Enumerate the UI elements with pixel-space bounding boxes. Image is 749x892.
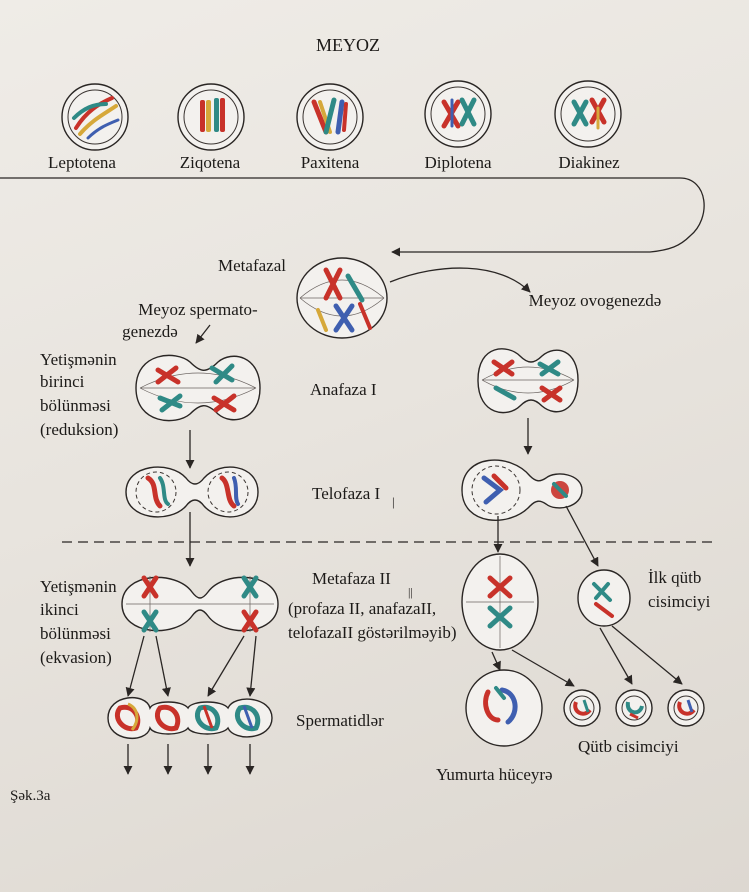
first-division-2: birinci bbox=[40, 372, 85, 391]
cell-leptotena bbox=[61, 83, 129, 151]
cell-diplotena bbox=[424, 80, 492, 148]
cell-anaphase-1-sperm bbox=[135, 354, 261, 422]
arrow-to-polar-body-a bbox=[599, 627, 633, 685]
cell-telophase-1-egg bbox=[461, 459, 583, 521]
cell-telophase-1-sperm bbox=[125, 466, 259, 518]
arrow-to-second-polar-body bbox=[511, 649, 575, 687]
label-anaphase-1: Anafaza I bbox=[310, 380, 377, 399]
second-division-1: Yetişmənin bbox=[40, 577, 117, 596]
first-division-1: Yetişmənin bbox=[40, 350, 117, 369]
first-polar-body-1: İlk qütb bbox=[648, 568, 701, 587]
prophase-row bbox=[61, 80, 622, 151]
cell-paxitena bbox=[296, 83, 364, 151]
cell-metaphase-2-egg bbox=[461, 553, 539, 651]
cell-ziqotena bbox=[177, 83, 245, 151]
cell-metaphase-1 bbox=[296, 257, 388, 339]
label-spermatids: Spermatidlər bbox=[296, 711, 384, 730]
arrow-to-first-polar-body bbox=[565, 505, 599, 567]
label-ziqotena: Ziqotena bbox=[180, 153, 241, 172]
cell-diakinez bbox=[554, 80, 622, 148]
note-line-2: telofazaII göstərilməyib) bbox=[288, 623, 457, 642]
second-division-3: bölünməsi bbox=[40, 624, 111, 643]
label-diplotena: Diplotena bbox=[424, 153, 491, 172]
second-division-2: ikinci bbox=[40, 600, 79, 619]
second-division-4: (ekvasion) bbox=[40, 648, 112, 667]
metaphase-2-mark: || bbox=[408, 585, 413, 599]
arrow-to-egg bbox=[491, 651, 501, 671]
polar-body-2 bbox=[615, 689, 653, 727]
label-oogenesis: Meyoz ovogenezdə bbox=[529, 291, 662, 310]
cell-egg bbox=[465, 669, 543, 747]
polar-body-3 bbox=[667, 689, 705, 727]
cell-anaphase-1-egg bbox=[477, 348, 579, 414]
note-line-1: (profaza II, anafazaII, bbox=[288, 599, 436, 618]
arrows-to-spermatids bbox=[125, 635, 257, 697]
arrow-to-oogenesis bbox=[389, 267, 531, 293]
first-division-4: (reduksion) bbox=[40, 420, 118, 439]
label-metaphase-1: Metafazal bbox=[218, 256, 286, 275]
label-telophase-1: Telofaza I bbox=[312, 484, 381, 503]
arrow-to-polar-body-b bbox=[611, 625, 683, 685]
telophase-1-mark: | bbox=[392, 494, 395, 509]
prophase-to-metaphase-arrow bbox=[0, 177, 705, 257]
label-spermatogenesis-2: genezdə bbox=[122, 322, 178, 341]
arrows-below-spermatids bbox=[123, 744, 255, 775]
label-paxitena: Paxitena bbox=[301, 153, 360, 172]
label-diakinez: Diakinez bbox=[558, 153, 620, 172]
first-division-3: bölünməsi bbox=[40, 396, 111, 415]
diagram-title: MEYOZ bbox=[316, 35, 380, 55]
label-egg-cell: Yumurta hüceyrə bbox=[436, 765, 553, 784]
polar-body-1 bbox=[563, 689, 601, 727]
label-leptotena: Leptotena bbox=[48, 153, 116, 172]
cell-metaphase-2-sperm bbox=[121, 575, 279, 633]
label-metaphase-2: Metafaza II bbox=[312, 569, 391, 588]
cell-first-polar-body bbox=[577, 569, 631, 627]
label-polar-bodies: Qütb cisimciyi bbox=[578, 737, 679, 756]
figure-label: Şək.3a bbox=[10, 788, 51, 804]
first-polar-body-2: cisimciyi bbox=[648, 592, 711, 611]
label-spermatogenesis-1: Meyoz spermato- bbox=[138, 300, 258, 319]
spermatids-group bbox=[107, 696, 273, 740]
arrow-to-spermatogenesis bbox=[195, 324, 211, 344]
